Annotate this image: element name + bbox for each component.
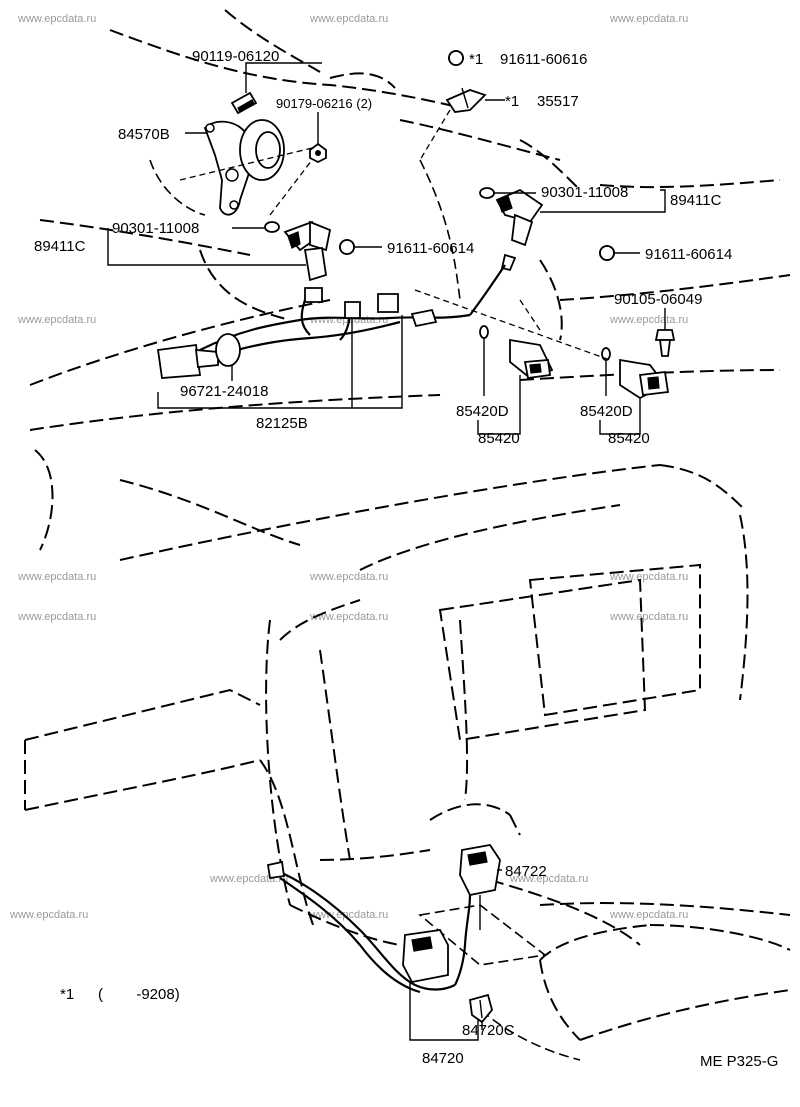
watermark-text: www.epcdata.ru xyxy=(309,611,388,623)
sensor-icon xyxy=(264,220,332,282)
watermark-text: www.epcdata.ru xyxy=(17,314,96,326)
switch-icon xyxy=(454,844,501,986)
watermark-text: www.epcdata.ru xyxy=(309,571,388,583)
watermark-text: www.epcdata.ru xyxy=(309,13,388,25)
watermark-text: www.epcdata.ru xyxy=(309,909,388,921)
label-oring-left: 90301-11008 xyxy=(112,220,199,237)
watermark-text: www.epcdata.ru xyxy=(17,13,96,25)
label-nut: 90179-06216 (2) xyxy=(276,96,372,111)
label-clamp-prefix: *1 xyxy=(505,93,519,110)
watermark-text: www.epcdata.ru xyxy=(509,873,588,885)
label-clip-prefix: *1 xyxy=(469,51,483,68)
footnote-marker: *1 xyxy=(60,986,74,1003)
watermark-text: www.epcdata.ru xyxy=(609,611,688,623)
switch-icon xyxy=(601,347,670,400)
label-bracket: 84570B xyxy=(118,126,170,143)
label-shift-switch: 84722 xyxy=(505,863,547,880)
nut-icon xyxy=(309,142,327,164)
connector-icon xyxy=(469,993,493,1024)
watermarks: www.epcdata.ru www.epcdata.ru www.epcdat… xyxy=(9,13,688,921)
label-clip: 91611-60616 xyxy=(500,51,587,68)
label-switch-oring-right: 85420D xyxy=(580,403,633,420)
label-bolt: 90119-06120 xyxy=(192,48,279,65)
bracket-icon xyxy=(203,119,285,216)
control-unit-icon xyxy=(266,860,456,994)
body-outline-upper xyxy=(29,9,791,431)
label-grommet: 96721-24018 xyxy=(180,383,268,400)
label-screw-small: 90105-06049 xyxy=(614,291,702,308)
label-sensor-right: 89411C xyxy=(670,192,722,209)
footnote-range: ( -9208) xyxy=(98,986,180,1003)
switch-icon xyxy=(479,325,554,380)
watermark-text: www.epcdata.ru xyxy=(17,571,96,583)
bolt-icon xyxy=(230,91,258,115)
harness-icon xyxy=(156,264,506,379)
clamp-icon xyxy=(445,87,487,113)
sensor-icon xyxy=(479,187,544,272)
body-outline-lower xyxy=(24,449,791,1061)
bolt-icon xyxy=(654,329,676,357)
leader-lines xyxy=(107,62,666,1041)
callout-labels: 90119-06120 90179-06216 (2) 84570B 90301… xyxy=(34,48,732,1067)
watermark-text: www.epcdata.ru xyxy=(9,909,88,921)
watermark-text: www.epcdata.ru xyxy=(609,13,688,25)
footnote: *1 ( -9208) xyxy=(60,986,180,1003)
watermark-text: www.epcdata.ru xyxy=(609,314,688,326)
label-harness: 82125B xyxy=(256,415,308,432)
label-connector: 84720C xyxy=(462,1022,515,1039)
page-code: ME P325-G xyxy=(700,1053,778,1070)
label-screw-right: 91611-60614 xyxy=(645,246,732,263)
watermark-text: www.epcdata.ru xyxy=(209,873,288,885)
label-switch-oring-left: 85420D xyxy=(456,403,509,420)
label-switch-left: 85420 xyxy=(478,430,520,447)
label-switch-right: 85420 xyxy=(608,430,650,447)
watermark-text: www.epcdata.ru xyxy=(17,611,96,623)
label-sensor-left: 89411C xyxy=(34,238,86,255)
watermark-text: www.epcdata.ru xyxy=(609,909,688,921)
label-screw-left: 91611-60614 xyxy=(387,240,474,257)
marker-symbols xyxy=(339,50,615,261)
label-clamp: 35517 xyxy=(537,93,579,110)
label-control-unit: 84720 xyxy=(422,1050,464,1067)
label-oring-right: 90301-11008 xyxy=(541,184,628,201)
watermark-text: www.epcdata.ru xyxy=(609,571,688,583)
